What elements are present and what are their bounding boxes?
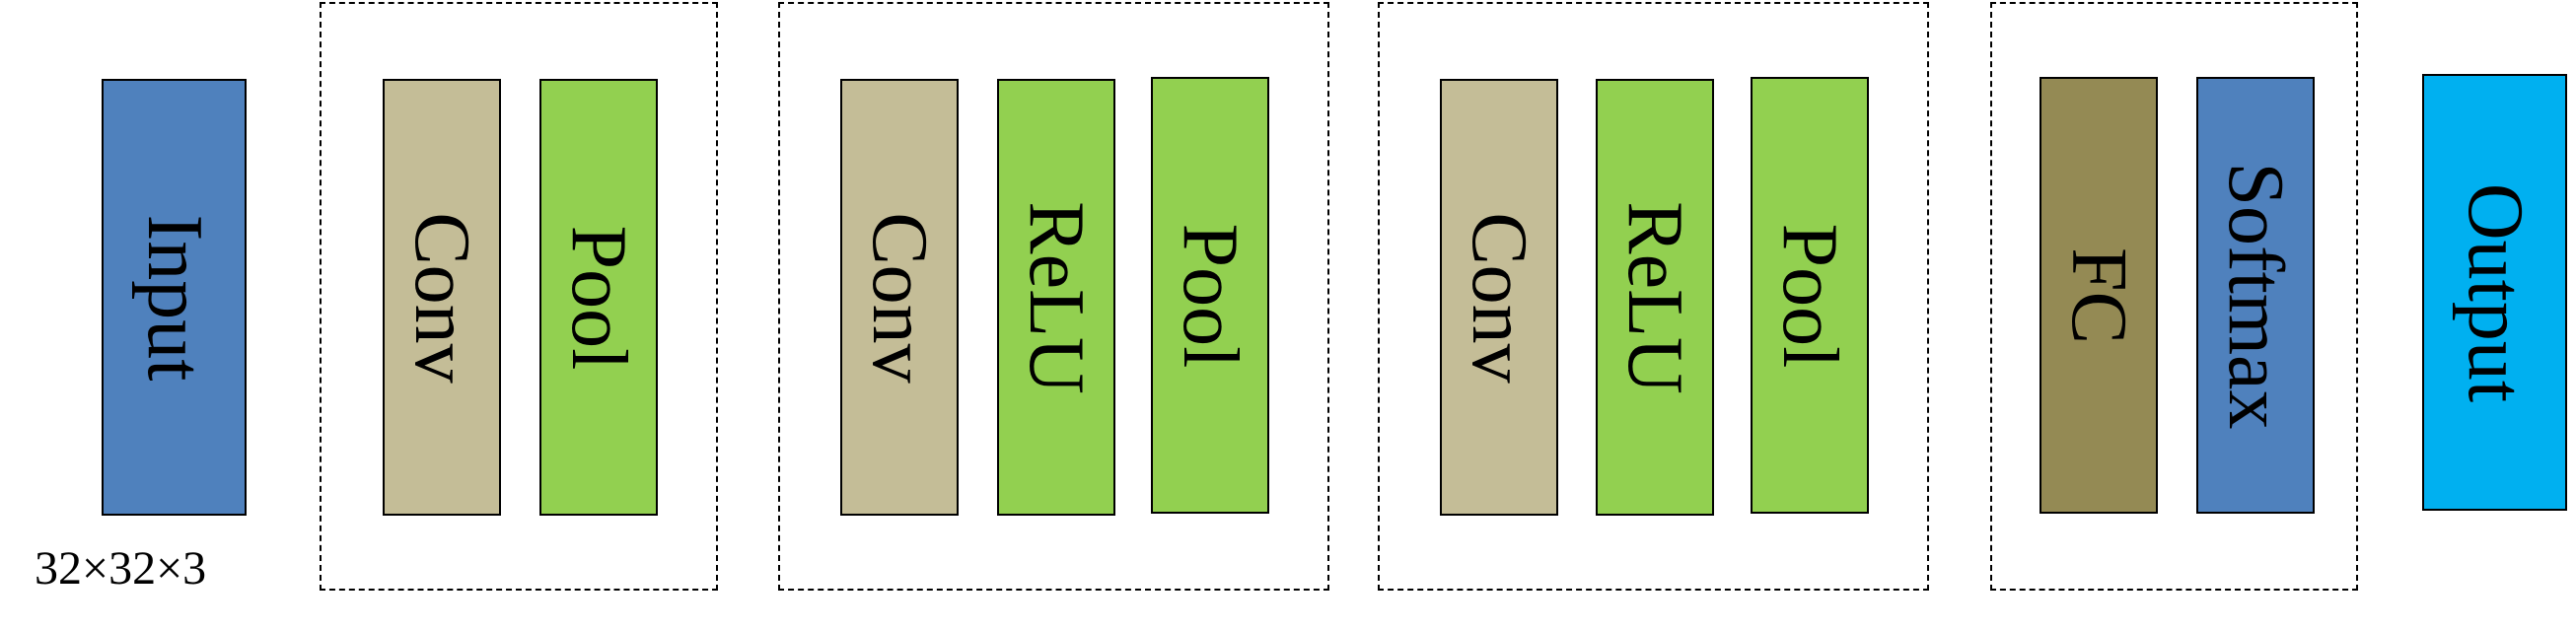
fc-label: FC xyxy=(2055,246,2142,344)
input-label: Input xyxy=(130,214,218,381)
pool-label-2: Pool xyxy=(1167,223,1253,368)
output-label: Output xyxy=(2451,182,2539,402)
relu-label-3: ReLU xyxy=(1611,200,1698,394)
input-block: Input xyxy=(102,79,247,516)
conv-relu-pool-group-3 xyxy=(1378,2,1929,591)
conv-label-3: Conv xyxy=(1456,211,1542,384)
relu-block-3: ReLU xyxy=(1596,79,1714,516)
pool-label-1: Pool xyxy=(555,225,642,370)
pool-label-3: Pool xyxy=(1766,223,1853,368)
fc-block: FC xyxy=(2039,77,2158,514)
conv-block-2: Conv xyxy=(840,79,959,516)
conv-label-2: Conv xyxy=(856,211,943,384)
softmax-label: Softmax xyxy=(2212,161,2299,430)
softmax-block: Softmax xyxy=(2196,77,2315,514)
pool-block-2: Pool xyxy=(1151,77,1269,514)
input-shape-caption: 32×32×3 xyxy=(35,542,207,595)
conv-block-3: Conv xyxy=(1440,79,1558,516)
conv-block-1: Conv xyxy=(383,79,501,516)
relu-block-2: ReLU xyxy=(997,79,1115,516)
pool-block-3: Pool xyxy=(1751,77,1869,514)
fc-softmax-group xyxy=(1990,2,2358,591)
conv-label-1: Conv xyxy=(398,211,485,384)
relu-label-2: ReLU xyxy=(1013,200,1100,394)
pool-block-1: Pool xyxy=(539,79,658,516)
output-block: Output xyxy=(2422,74,2567,511)
conv-pool-group-1 xyxy=(320,2,718,591)
conv-relu-pool-group-2 xyxy=(778,2,1329,591)
